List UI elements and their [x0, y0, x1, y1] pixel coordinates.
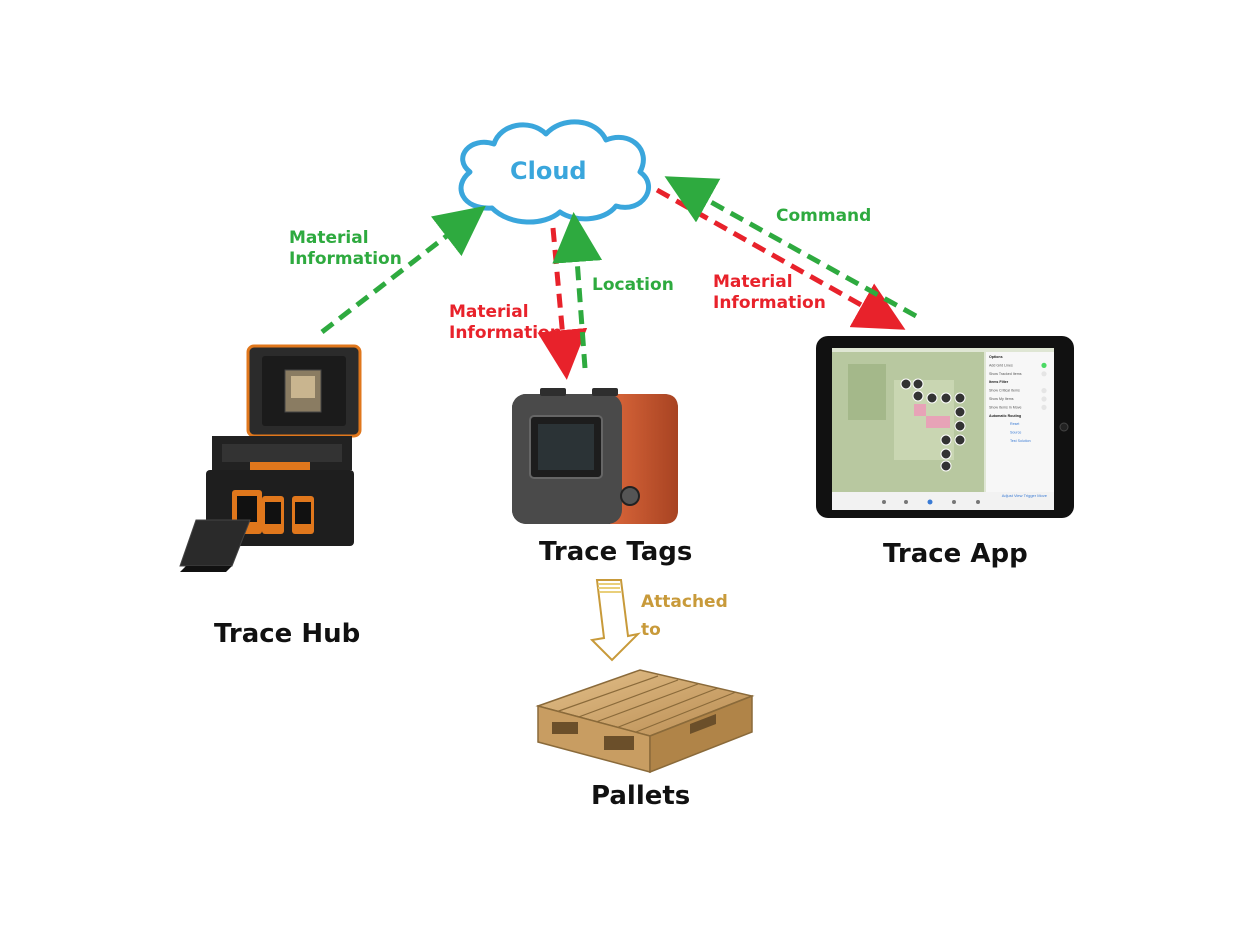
app-toggle — [1041, 396, 1047, 402]
arrow-stripes — [598, 583, 621, 593]
tags-to-pallets-line2: to — [641, 620, 661, 640]
app-toggle — [1041, 404, 1047, 410]
app-footer-text: Adjust View Trigger Move — [1002, 493, 1048, 498]
trace-tags-label: Trace Tags — [539, 537, 693, 567]
trace-app-label: Trace App — [883, 539, 1028, 569]
app-option-item: Reset — [1010, 422, 1019, 426]
arrow-tags-to-pallets — [589, 579, 642, 662]
cloud-label: Cloud — [510, 157, 587, 185]
app-option-item: Add Grid Lines — [989, 363, 1013, 367]
app-toggle — [1041, 388, 1047, 394]
app-option-item: Show My Items — [989, 397, 1014, 401]
app-option-item: Source — [1010, 431, 1021, 435]
hub-to-cloud-label: Material Information — [289, 228, 402, 271]
tags-to-pallets-line1: Attached — [641, 592, 728, 612]
hub-to-cloud-line2: Information — [289, 249, 402, 270]
cloud-to-tags-line2: Information — [449, 323, 562, 344]
arrow-tags-to-cloud — [552, 212, 603, 369]
cloud-to-tags-label: Material Information — [449, 302, 562, 345]
app-to-cloud-label: Command — [776, 206, 872, 226]
tags-to-pallets-label: Attached to — [641, 588, 728, 644]
pallets-label: Pallets — [591, 781, 691, 811]
cloud-to-app-line2: Information — [713, 293, 826, 314]
cloud-to-tags-line1: Material — [449, 302, 529, 322]
app-option-item: Options — [989, 355, 1003, 359]
cloud-to-app-label: Material Information — [713, 272, 826, 315]
app-option-item: Test Solution — [1010, 439, 1031, 443]
app-toggle — [1041, 371, 1047, 377]
app-option-item: Show Tracked Items — [989, 372, 1022, 376]
app-toggle — [1041, 362, 1047, 368]
cloud-to-app-line1: Material — [713, 272, 793, 292]
trace-tags-image — [512, 388, 678, 524]
arrow-hub-to-cloud — [320, 205, 486, 334]
hub-to-cloud-line1: Material — [289, 228, 369, 248]
app-option-item: Items Filter — [989, 380, 1009, 384]
tags-to-cloud-label: Location — [592, 275, 674, 295]
trace-hub-label: Trace Hub — [214, 619, 361, 649]
pallets-image — [535, 669, 755, 774]
arrow-app-to-cloud — [664, 176, 918, 319]
app-option-item: Show Items In Move — [989, 405, 1022, 409]
app-option-item: Show Critical Items — [989, 389, 1020, 393]
trace-hub-image — [179, 344, 362, 572]
app-option-item: Automatic Routing — [989, 414, 1021, 418]
